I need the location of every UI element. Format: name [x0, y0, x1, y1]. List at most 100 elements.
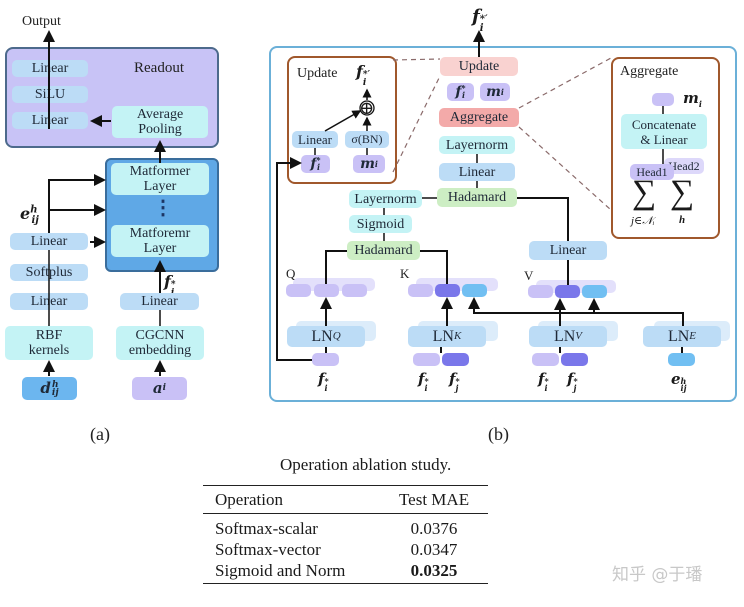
dist-symbol: d [40, 379, 51, 397]
update-inset-f: f*i [301, 155, 330, 173]
ag-m-symbol: m [683, 89, 699, 107]
ln-v-sub: V [575, 330, 583, 342]
node-feat-symbol: f [164, 272, 171, 291]
aggregate-block: Aggregate [439, 108, 519, 127]
matformer-layer-bottom: Matforemr Layer [111, 225, 209, 257]
aggregate-m-chip [652, 93, 674, 106]
ablation-table: Operation Test MAE Softmax-scalar 0.0376… [203, 485, 488, 584]
ui-f-sup: * [316, 155, 321, 165]
fj-sub: j [573, 383, 577, 393]
fi-symbol: f [538, 370, 545, 388]
ln-k-sub: K [453, 330, 462, 342]
fi-sub: i [544, 383, 548, 393]
edge-linear-top: Linear [10, 233, 88, 250]
panel-b-frame [269, 46, 737, 402]
v-input-fj-label: f*j [567, 370, 578, 392]
k-input-fj-chip [442, 353, 469, 366]
fj-sup: * [455, 376, 460, 386]
v-input-fj-chip [561, 353, 588, 366]
layernorm-left: Layernorm [349, 190, 422, 208]
k-token-1 [408, 284, 433, 297]
hadamard-bottom: Hadamard [347, 241, 420, 260]
ui-out-sup: *′ [362, 70, 370, 80]
q-input-fi-chip [312, 353, 339, 366]
dist-sub: ij [51, 387, 59, 398]
sum-j-icon: ∑ [632, 174, 657, 211]
k-token-2 [435, 284, 460, 297]
fi-sup: * [544, 376, 549, 386]
panel-a: Readout Linear SiLU Linear Average Pooli… [0, 0, 250, 450]
matformer-layer-top: Matformer Layer [111, 163, 209, 195]
center-f-chip: f*i [447, 83, 474, 101]
fi-symbol: f [318, 370, 325, 388]
sum-h-icon: ∑ [670, 174, 695, 211]
atom-sub: i [162, 383, 167, 393]
v-linear: Linear [529, 241, 607, 260]
head2-chip: Head2 [664, 158, 704, 174]
v-token-1 [528, 285, 553, 298]
center-m-symbol: m [486, 83, 501, 100]
fi-symbol: f [418, 370, 425, 388]
table-title: Operation ablation study. [280, 455, 452, 474]
out-sup: *′ [479, 14, 488, 25]
head1-chip: Head1 [630, 164, 674, 180]
node-linear: Linear [120, 293, 199, 310]
ln-q-sub: Q [332, 330, 341, 342]
ui-out-symbol: f [356, 62, 363, 81]
fj-symbol: f [567, 370, 574, 388]
fj-sub: j [455, 383, 459, 393]
ln-q-text: LN [311, 328, 333, 345]
dist-sup: h [51, 379, 59, 390]
header-operation: Operation [203, 485, 381, 514]
fi-sup: * [324, 376, 329, 386]
sum-h-subscript: h [679, 214, 686, 226]
readout-linear-top: Linear [12, 60, 88, 77]
edge-sub: ij [31, 215, 39, 227]
out-symbol: f [472, 6, 480, 27]
output-label: Output [22, 14, 61, 29]
center-layernorm: Layernorm [439, 136, 515, 154]
ln-v-text: LN [553, 328, 576, 345]
node-feat-sup: * [170, 280, 176, 290]
rbf-kernels: RBF kernels [5, 326, 93, 360]
update-inset-sigma-bn: σ(BN) [345, 131, 389, 148]
ui-out-sub: i [362, 78, 367, 88]
center-f-sup: * [461, 83, 466, 93]
q-input-fi-label: f*i [318, 370, 329, 392]
readout-silu: SiLU [12, 86, 88, 103]
row-mae: 0.0347 [410, 540, 458, 559]
k-input-fj-label: f*j [449, 370, 460, 392]
atom-symbol: a [152, 379, 163, 397]
ln-e-text: LN [667, 328, 690, 345]
k-label: K [400, 266, 410, 281]
ln-k-text: LN [432, 328, 454, 345]
v-token-2 [555, 285, 580, 298]
fj-sup: * [573, 376, 578, 386]
oplus-icon: ⊕ [359, 98, 375, 118]
watermark: 知乎 @于璠 [612, 565, 703, 585]
ui-f-symbol: f [310, 155, 317, 172]
edge-linear-bottom: Linear [10, 293, 88, 310]
ui-f-sub: i [316, 162, 321, 172]
hadamard-top: Hadamard [437, 188, 517, 207]
table-row: Softmax-scalar 0.0376 [203, 514, 488, 540]
row-operation: Softmax-vector [215, 540, 321, 559]
center-f-sub: i [461, 90, 466, 100]
center-m-sub: i [500, 86, 504, 97]
aggregate-m-label: mi [683, 89, 702, 109]
v-input-fi-label: f*i [538, 370, 549, 392]
readout-title: Readout [134, 60, 184, 76]
center-linear: Linear [439, 163, 515, 181]
e-symbol: e [671, 370, 681, 388]
cgcnn-embedding: CGCNN embedding [116, 326, 204, 360]
sigmoid-block: Sigmoid [349, 215, 412, 233]
aggregate-inset-title: Aggregate [620, 64, 679, 79]
table-header-row: Operation Test MAE [203, 485, 488, 514]
q-token-1 [286, 284, 311, 297]
